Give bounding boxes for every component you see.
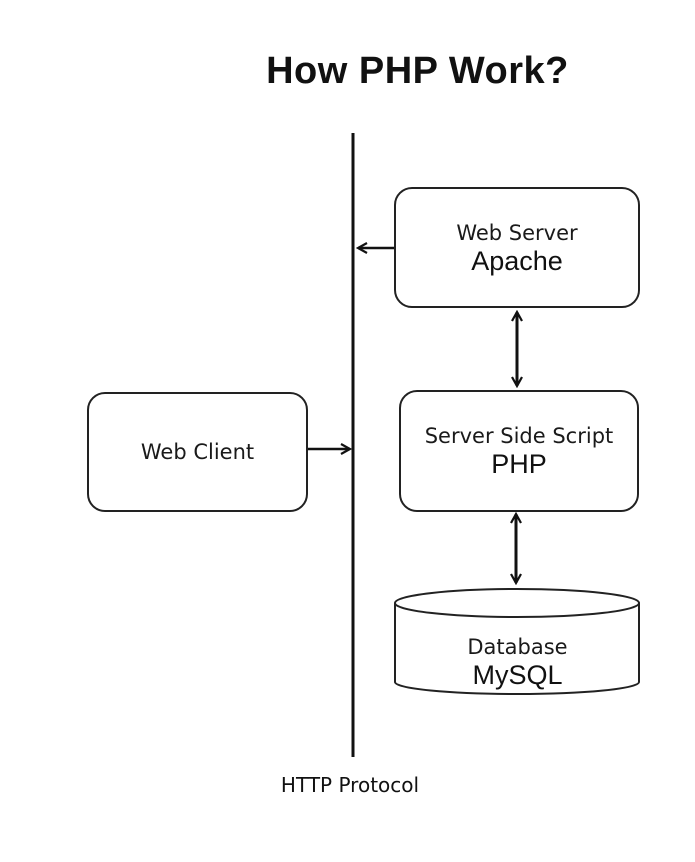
web-server-label: Web Server <box>456 220 578 245</box>
apache-label: Apache <box>471 245 563 276</box>
php-label: PHP <box>491 449 547 479</box>
mysql-label: MySQL <box>472 660 563 690</box>
web-server-node: Web Server Apache <box>394 187 640 308</box>
database-label: Database <box>467 635 568 659</box>
server-side-script-label: Server Side Script <box>424 424 614 448</box>
web-client-node: Web Client <box>87 392 308 512</box>
http-protocol-label: HTTP Protocol <box>280 773 420 797</box>
web-client-label: Web Client <box>140 440 255 464</box>
database-text: Database MySQL <box>395 634 640 690</box>
database-cylinder <box>394 588 640 695</box>
server-side-script-node: Server Side Script PHP <box>399 390 639 512</box>
diagram-title: How PHP Work? <box>266 50 569 92</box>
